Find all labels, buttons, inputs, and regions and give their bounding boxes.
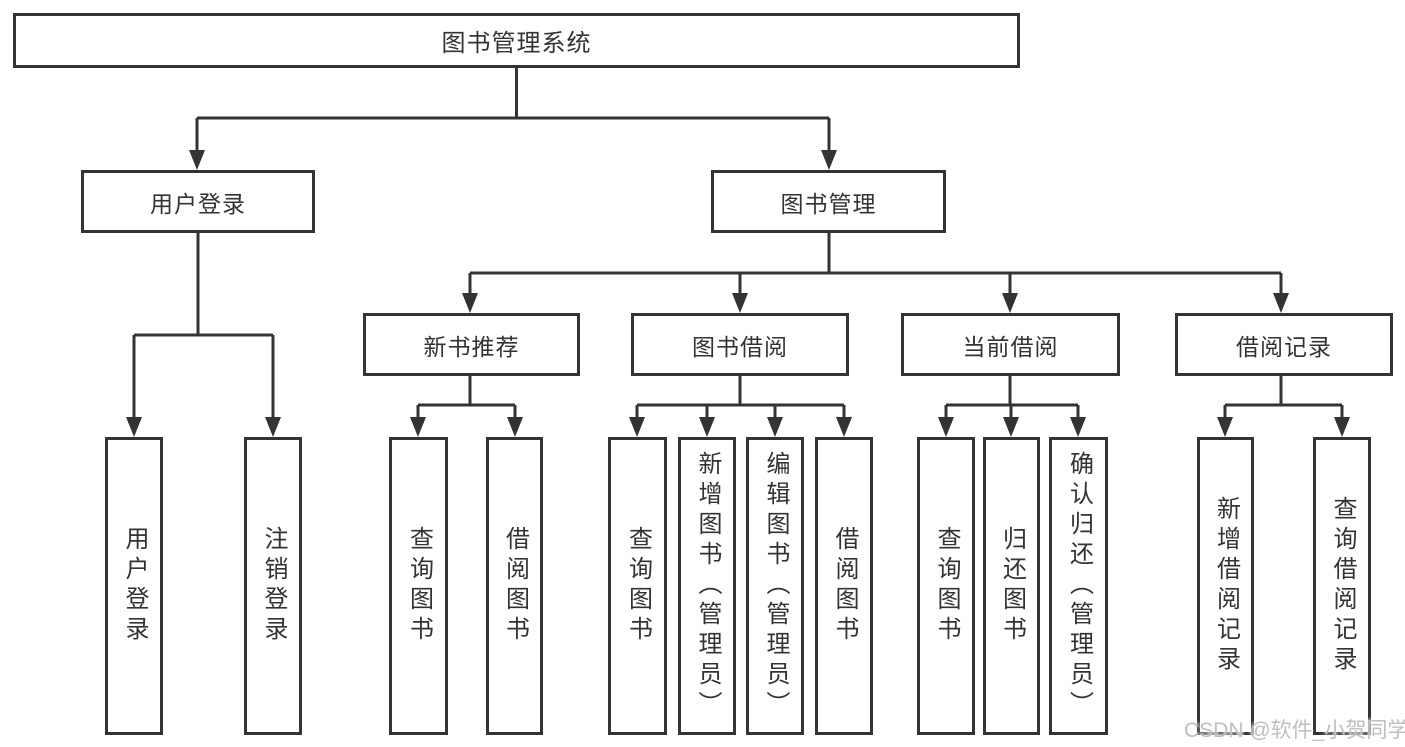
node-label: 确认归还（管理员）	[1065, 451, 1093, 721]
node-label: 借阅图书	[831, 526, 858, 646]
node-label: 注销登录	[260, 526, 287, 646]
node-label: 新增图书（管理员）	[694, 451, 721, 721]
leaf-confirm-return-admin: 确认归还（管理员）	[1049, 437, 1108, 735]
leaf-add-borrowing-record: 新增借阅记录	[1197, 437, 1254, 735]
node-user-login-branch: 用户登录	[81, 170, 315, 233]
node-label: 新增借阅记录	[1212, 496, 1240, 676]
leaf-logout: 注销登录	[244, 437, 302, 735]
node-label: 查询图书	[405, 526, 433, 646]
node-label: 图书借阅	[692, 333, 788, 360]
node-library-management-system: 图书管理系统	[13, 13, 1020, 68]
leaf-user-login: 用户登录	[105, 437, 163, 735]
node-label: 图书管理系统	[441, 30, 592, 57]
leaf-borrow-books-recommendation: 借阅图书	[486, 437, 543, 735]
node-new-book-recommendation: 新书推荐	[363, 313, 580, 376]
node-borrowing-records: 借阅记录	[1175, 313, 1393, 376]
node-label: 查询图书	[624, 526, 652, 646]
csdn-watermark: CSDN @软件_小贺同学	[1184, 719, 1405, 742]
leaf-query-borrowing-record: 查询借阅记录	[1313, 437, 1371, 735]
node-book-management: 图书管理	[711, 170, 946, 233]
leaf-borrow-books: 借阅图书	[815, 437, 873, 735]
node-label: 图书管理	[780, 190, 877, 217]
leaf-edit-book-admin: 编辑图书（管理员）	[746, 437, 804, 735]
node-label: 借阅记录	[1236, 333, 1332, 360]
leaf-query-books-recommendation: 查询图书	[389, 437, 448, 735]
node-book-borrowing: 图书借阅	[631, 313, 849, 376]
leaf-query-books-borrowing: 查询图书	[608, 437, 667, 735]
node-label: 借阅图书	[501, 526, 529, 646]
node-label: 编辑图书（管理员）	[762, 451, 789, 721]
node-current-borrowing: 当前借阅	[901, 313, 1120, 376]
leaf-add-book-admin: 新增图书（管理员）	[678, 437, 736, 735]
leaf-query-books-current: 查询图书	[917, 437, 975, 735]
node-label: 用户登录	[121, 526, 148, 646]
node-label: 用户登录	[150, 190, 246, 217]
node-label: 当前借阅	[962, 333, 1059, 360]
node-label: 新书推荐	[423, 333, 520, 360]
node-label: 查询借阅记录	[1329, 496, 1356, 676]
node-label: 查询图书	[933, 526, 960, 646]
node-label: 归还图书	[998, 526, 1026, 646]
leaf-return-books: 归还图书	[983, 437, 1040, 735]
